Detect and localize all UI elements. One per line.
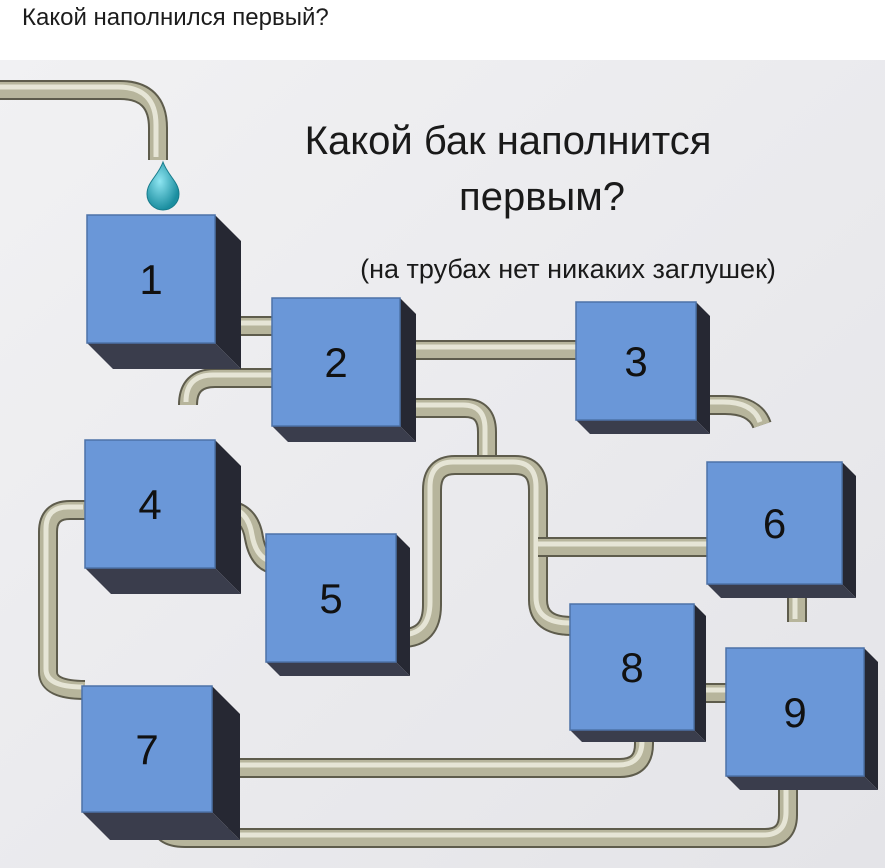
pipe-junction-8 [485, 455, 573, 636]
puzzle-subheading: (на трубах нет никаких заглушек) [360, 254, 776, 284]
post-title: Какой наполнился первый? [22, 4, 329, 31]
tank-8-label: 8 [620, 644, 643, 691]
tank-7: 7 [81, 685, 240, 840]
tank-3-label: 3 [624, 338, 647, 385]
tank-8: 8 [569, 603, 706, 742]
tank-1-label: 1 [139, 256, 162, 303]
pipe-branch-6 [536, 537, 712, 557]
tank-2: 2 [271, 297, 416, 442]
tank-4-label: 4 [138, 481, 161, 528]
pipe-network [0, 80, 807, 848]
pipe-inlet [0, 80, 168, 160]
pipe-junction-5 [399, 455, 487, 648]
tank-6-label: 6 [763, 500, 786, 547]
tank-7-label: 7 [135, 726, 158, 773]
tank-5-label: 5 [319, 575, 342, 622]
tank-9: 9 [725, 647, 878, 790]
tank-4: 4 [84, 439, 241, 594]
pipe-3-outlet [698, 395, 772, 430]
tank-5: 5 [265, 533, 410, 676]
tank-6: 6 [706, 461, 856, 598]
tank-3: 3 [575, 301, 710, 434]
tank-1: 1 [86, 214, 241, 369]
pipe-4-7 [38, 500, 86, 700]
pipe-2-junction [403, 398, 497, 465]
tanks: 1 2 3 4 5 6 7 8 9 [81, 214, 878, 840]
puzzle-heading-line1: Какой бак наполнится [305, 119, 712, 163]
pipe-2-3 [403, 340, 580, 360]
puzzle-illustration: 1 2 3 4 5 6 7 8 9 Какой бак наполнится первым? (… [0, 60, 885, 868]
pipe-2-outlet-left [178, 368, 275, 406]
tank-2-label: 2 [324, 339, 347, 386]
water-drop-icon [146, 160, 180, 211]
tank-9-label: 9 [783, 689, 806, 736]
puzzle-heading-line2: первым? [459, 175, 625, 219]
